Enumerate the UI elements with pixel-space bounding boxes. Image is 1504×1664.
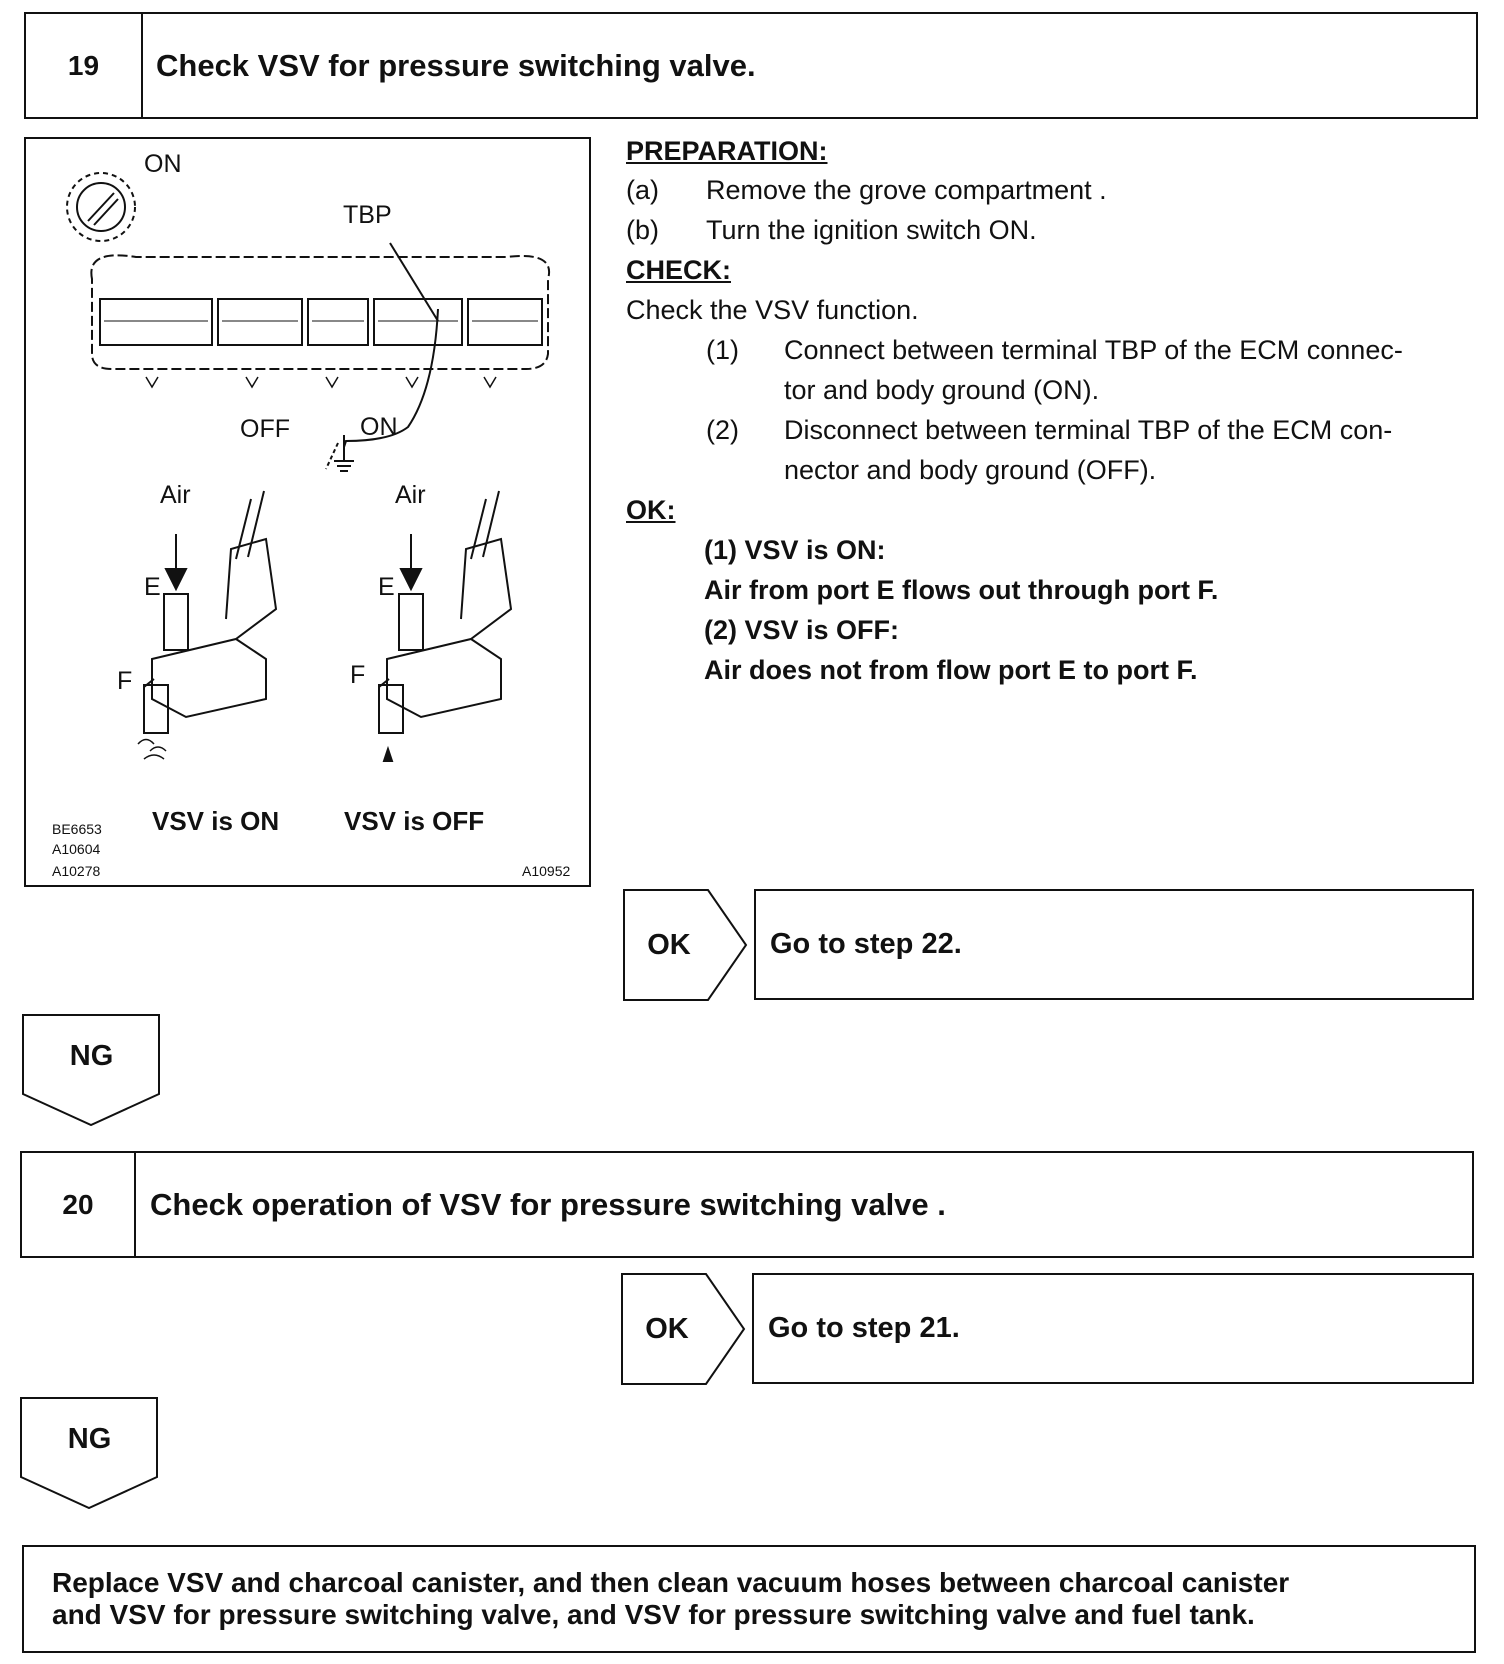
port-f-left-label: F: [117, 667, 133, 695]
check-2-label: (2): [706, 415, 739, 445]
check-intro: Check the VSV function.: [626, 295, 919, 325]
step-19-title: Check VSV for pressure switching valve.: [156, 47, 756, 83]
step-20-divider: [134, 1151, 136, 1258]
step-20-title: Check operation of VSV for pressure swit…: [150, 1186, 946, 1222]
ok-condition-1: (1) VSV is ON:: [704, 535, 886, 565]
step-19-number: 19: [67, 49, 100, 81]
check-2-line2: nector and body ground (OFF).: [784, 455, 1157, 485]
ground-symbol-icon: [325, 435, 354, 472]
figure-code-2: A10604: [52, 841, 101, 857]
caption-vsv-off: VSV is OFF: [344, 806, 485, 836]
ground-off-label: OFF: [240, 415, 290, 443]
figure-code-4: A10952: [522, 863, 571, 879]
ground-on-label: ON: [360, 413, 398, 441]
goto-step-22-link[interactable]: Go to step 22.: [754, 889, 1474, 1000]
air-right-label: Air: [395, 481, 426, 509]
ok-result-2: Air does not from flow port E to port F.: [704, 655, 1198, 685]
figure-code-1: BE6653: [52, 821, 102, 837]
ng-label-20: NG: [67, 1423, 112, 1455]
vsv-off-valve-icon: [378, 490, 513, 762]
step-20-number: 20: [62, 1188, 94, 1220]
ignition-key-icon: [66, 172, 136, 242]
caption-vsv-on: VSV is ON: [152, 806, 280, 836]
port-e-left-label: E: [144, 573, 161, 601]
step-20-header: [20, 1151, 1474, 1258]
ok-label-20: OK: [645, 1312, 689, 1345]
check-1-label: (1): [706, 335, 739, 365]
step-19-divider: [141, 12, 143, 119]
check-header: CHECK:: [626, 255, 731, 285]
ng-arrow-19: [22, 1014, 160, 1126]
vsv-illustration: [66, 172, 551, 762]
ok-result-1: Air from port E flows out through port F…: [704, 575, 1219, 605]
final-action-box: Replace VSV and charcoal canister, and t…: [22, 1545, 1476, 1653]
step-19-header: [24, 12, 1478, 119]
prep-b-text: Turn the ignition switch ON.: [706, 215, 1037, 245]
final-action-line-1: Replace VSV and charcoal canister, and t…: [52, 1567, 1290, 1598]
vsv-diagram: ON TBP OFF ON Air Air E E F F VSV is ON …: [24, 137, 591, 887]
ok-label-19: OK: [647, 928, 691, 961]
ecm-connector-icon: [90, 254, 551, 389]
ok-header: OK:: [626, 495, 676, 525]
final-action-line-2: and VSV for pressure switching valve, an…: [52, 1599, 1255, 1630]
tbp-wire: [343, 242, 439, 448]
prep-b-label: (b): [626, 215, 659, 245]
air-left-label: Air: [160, 481, 191, 509]
ng-label-19: NG: [69, 1040, 114, 1072]
port-e-right-label: E: [378, 573, 395, 601]
ignition-on-label: ON: [144, 150, 182, 178]
figure-code-3: A10278: [52, 863, 101, 879]
prep-a-label: (a): [626, 175, 659, 205]
vsv-on-valve-icon: [137, 490, 278, 760]
ok-arrow-20: [621, 1273, 746, 1385]
ok-arrow-19: [623, 889, 748, 1001]
tbp-terminal-label: TBP: [343, 201, 392, 229]
port-f-right-label: F: [350, 661, 366, 689]
goto-step-21-link[interactable]: Go to step 21.: [752, 1273, 1474, 1384]
prep-a-text: Remove the grove compartment .: [706, 175, 1107, 205]
check-2-line1: Disconnect between terminal TBP of the E…: [784, 415, 1393, 445]
check-1-line2: tor and body ground (ON).: [784, 375, 1100, 405]
ok-condition-2: (2) VSV is OFF:: [704, 615, 900, 645]
ng-arrow-20: [20, 1397, 158, 1509]
check-1-line1: Connect between terminal TBP of the ECM …: [784, 335, 1403, 365]
preparation-header: PREPARATION:: [626, 136, 828, 166]
